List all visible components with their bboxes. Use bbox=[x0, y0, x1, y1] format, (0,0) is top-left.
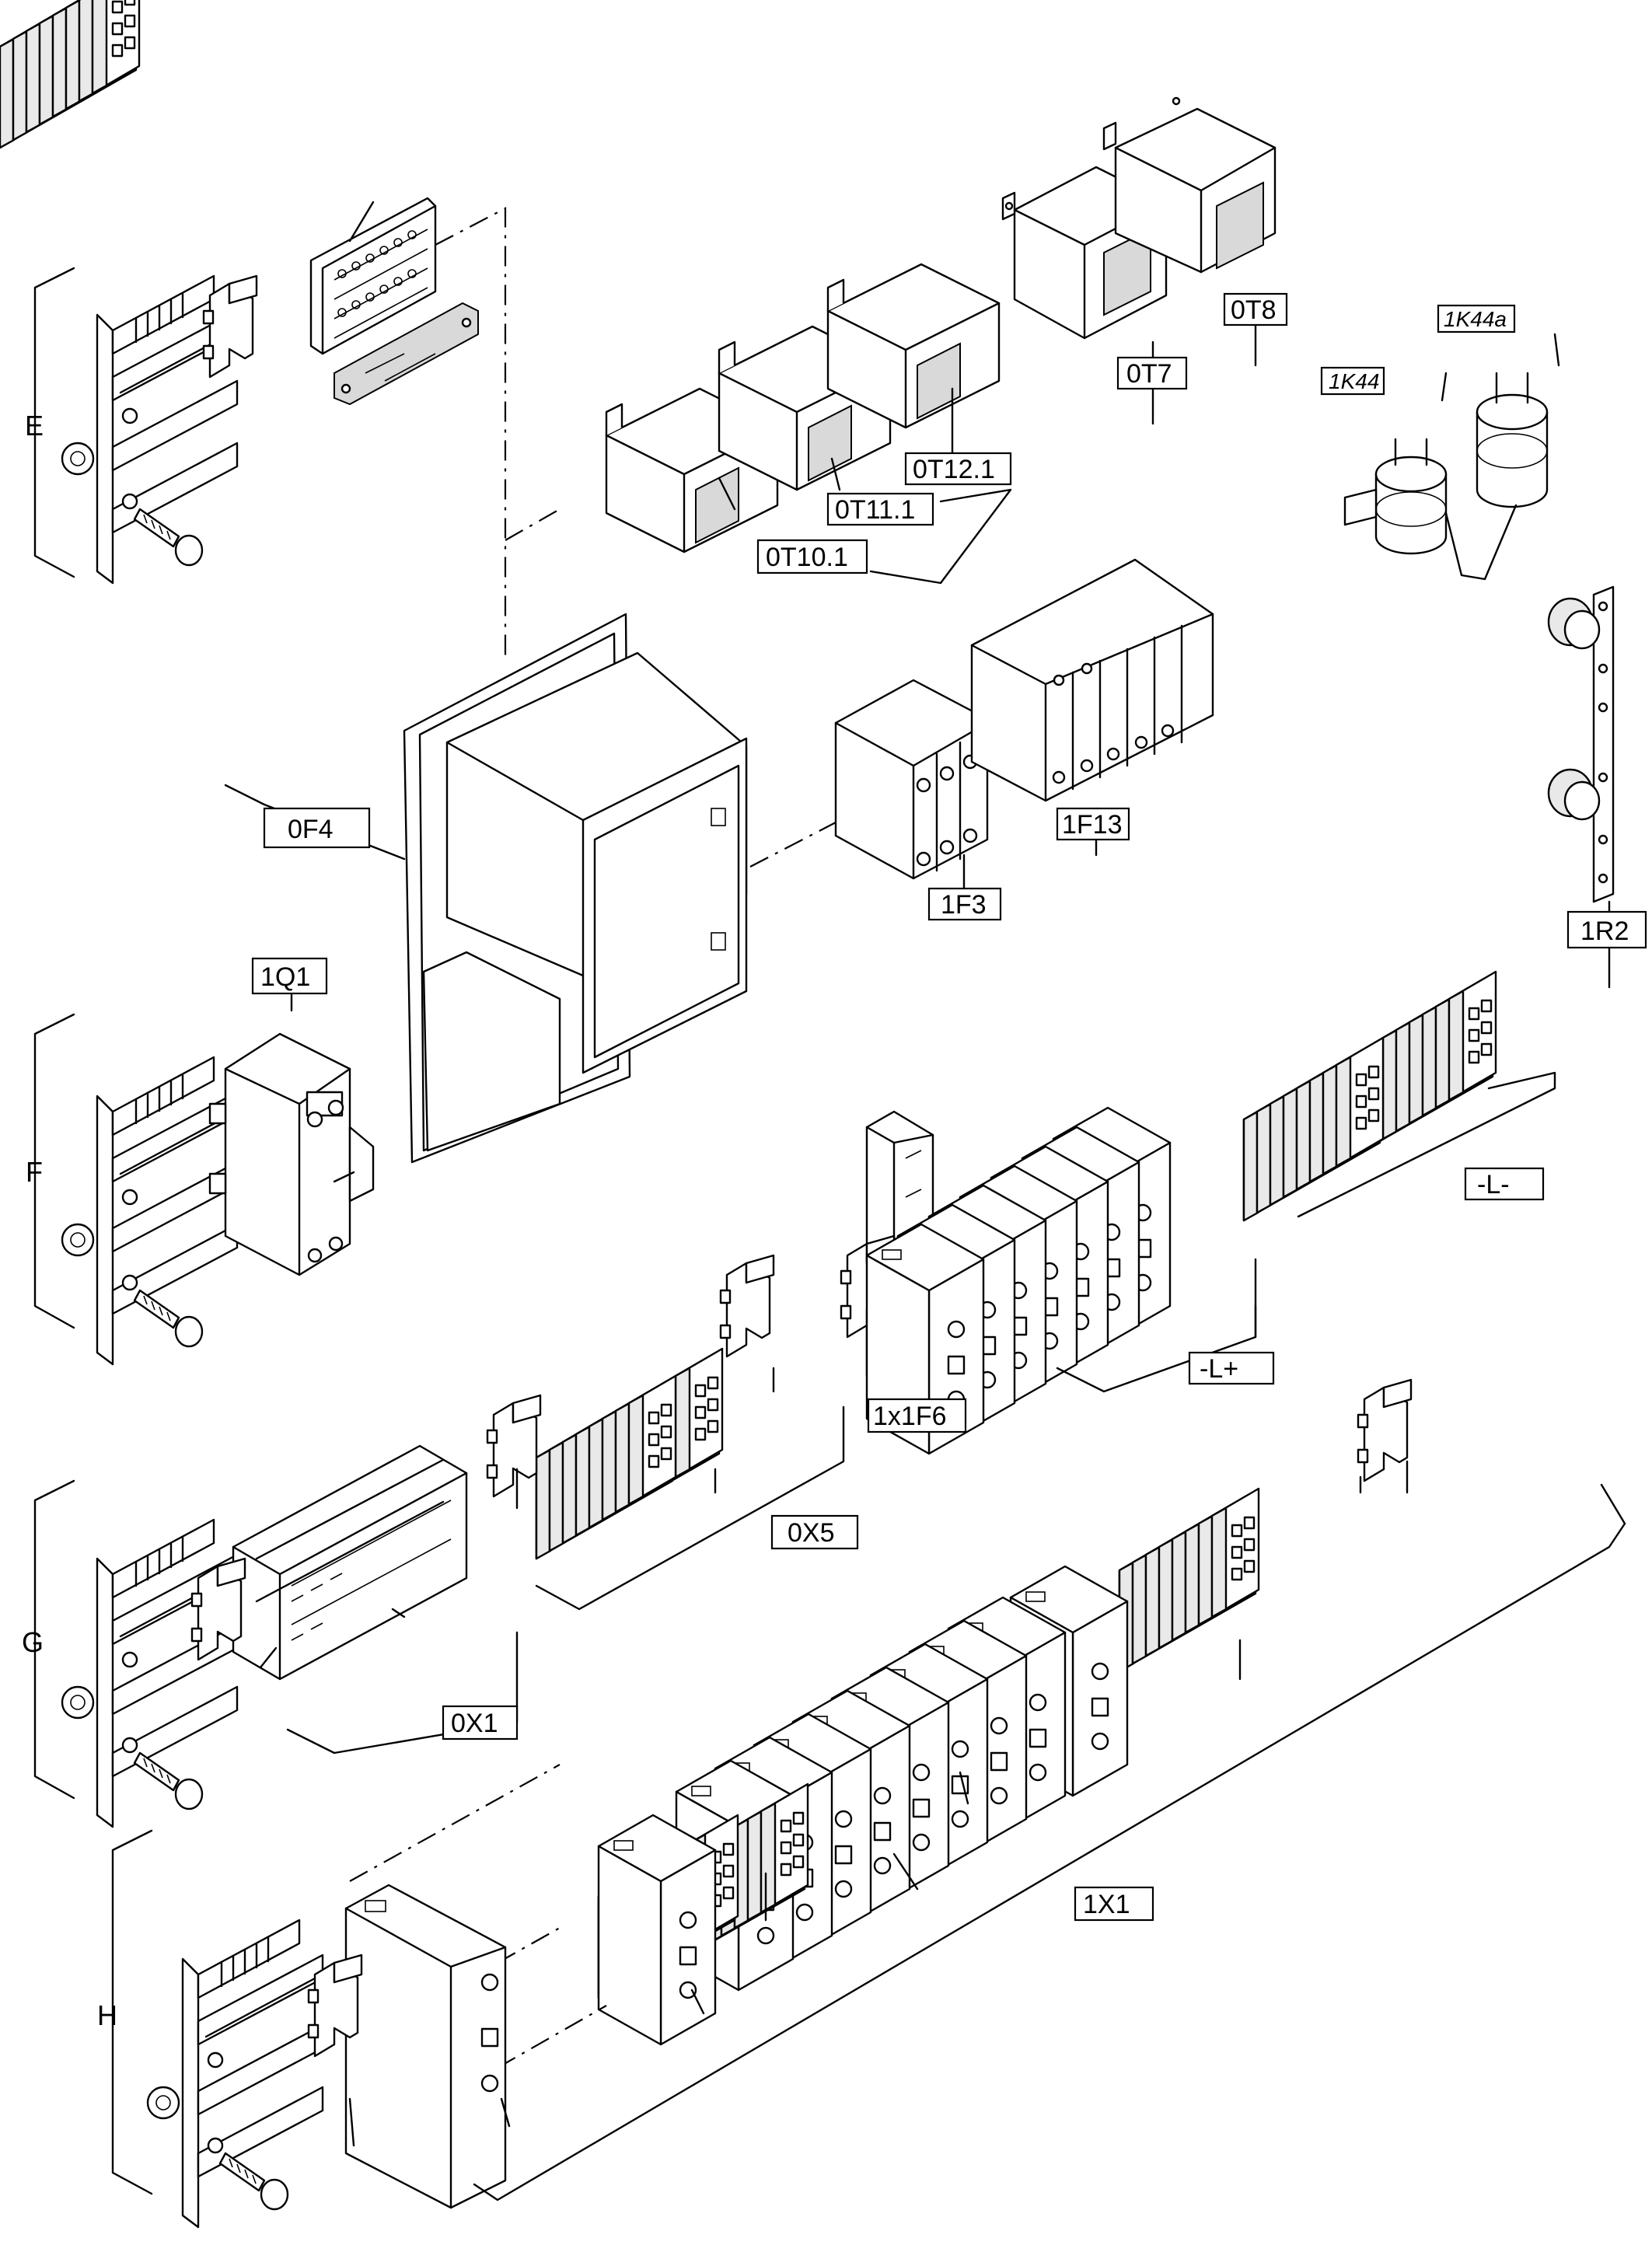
callout-text-1k44a: 1K44a bbox=[1444, 307, 1507, 331]
callout-text-1f3: 1F3 bbox=[941, 890, 987, 920]
terminal-block-0x1 bbox=[232, 1444, 468, 1681]
connector-strip-e bbox=[309, 197, 437, 355]
glass-plate bbox=[334, 302, 479, 406]
group-label-h: H bbox=[97, 1999, 117, 2031]
callout-text-1x1: 1X1 bbox=[1083, 1890, 1130, 1919]
callout-0x5: 0X5 bbox=[770, 1514, 859, 1550]
callout-1k44: 1K44 bbox=[1320, 366, 1385, 396]
breaker-1f3 bbox=[834, 679, 989, 880]
callout-l-plus: -L+ bbox=[1188, 1351, 1275, 1385]
callout-1f13: 1F13 bbox=[1056, 807, 1130, 841]
callout-text-l-plus: -L+ bbox=[1200, 1354, 1238, 1384]
end-clamp-0x5-left bbox=[486, 1394, 542, 1498]
callout-0t12-1: 0T12.1 bbox=[904, 452, 1012, 486]
resistor-1r2 bbox=[1547, 585, 1615, 903]
modules-h bbox=[344, 1764, 717, 2209]
callout-text-1r2: 1R2 bbox=[1580, 917, 1629, 946]
callout-0t11-1: 0T11.1 bbox=[826, 492, 934, 526]
callout-0t8: 0T8 bbox=[1223, 292, 1288, 326]
callout-0x1: 0X1 bbox=[442, 1705, 519, 1741]
terminals-l-minus bbox=[1244, 972, 1496, 1220]
callout-text-0t11-1: 0T11.1 bbox=[835, 495, 915, 525]
callout-1x1: 1X1 bbox=[1074, 1886, 1154, 1922]
terminal-block-0x5 bbox=[536, 1349, 722, 1559]
callout-0f4: 0F4 bbox=[263, 807, 371, 849]
callout-text-1q1: 1Q1 bbox=[260, 962, 310, 992]
callout-1q1: 1Q1 bbox=[251, 957, 328, 995]
callout-text-0t12-1: 0T12.1 bbox=[913, 455, 995, 484]
end-clamp-0x5-right bbox=[719, 1254, 775, 1358]
motor-starter-1q1 bbox=[208, 1032, 375, 1276]
callout-text-0x1: 0X1 bbox=[451, 1709, 498, 1738]
callout-l-minus: -L- bbox=[1464, 1167, 1545, 1201]
mounting-bracket-h bbox=[146, 1919, 324, 2229]
callout-text-0t10-1: 0T10.1 bbox=[766, 543, 848, 572]
callout-0t7: 0T7 bbox=[1116, 356, 1188, 390]
callout-1r2: 1R2 bbox=[1566, 910, 1647, 949]
callout-text-0t8: 0T8 bbox=[1231, 295, 1277, 325]
callout-0t10-1: 0T10.1 bbox=[756, 539, 868, 574]
callout-text-1x1f6: 1x1F6 bbox=[873, 1402, 947, 1431]
callout-1x1f6: 1x1F6 bbox=[867, 1398, 967, 1433]
callout-text-0t7: 0T7 bbox=[1126, 359, 1172, 389]
callout-1k44a: 1K44a bbox=[1437, 304, 1516, 333]
callout-1f3: 1F3 bbox=[927, 887, 1002, 921]
end-clamp-1x1 bbox=[1357, 1378, 1413, 1482]
enclosure-0f4 bbox=[403, 613, 748, 1164]
group-label-g: G bbox=[22, 1626, 44, 1658]
group-label-e: E bbox=[25, 410, 44, 442]
callout-text-1k44: 1K44 bbox=[1329, 369, 1379, 393]
transformer-0t8 bbox=[1102, 96, 1277, 274]
callout-text-0f4: 0F4 bbox=[288, 815, 334, 844]
callout-text-0x5: 0X5 bbox=[788, 1518, 835, 1548]
mounting-bracket-g bbox=[61, 1518, 239, 1828]
group-label-f: F bbox=[26, 1156, 43, 1188]
relay-1k44a bbox=[1444, 372, 1549, 581]
callout-text-1f13: 1F13 bbox=[1062, 810, 1123, 840]
surge-protector-1f13 bbox=[970, 558, 1214, 802]
callout-text-l-minus: -L- bbox=[1477, 1170, 1510, 1199]
relay-1k44 bbox=[1343, 438, 1448, 555]
leader-lines bbox=[259, 317, 1626, 2201]
